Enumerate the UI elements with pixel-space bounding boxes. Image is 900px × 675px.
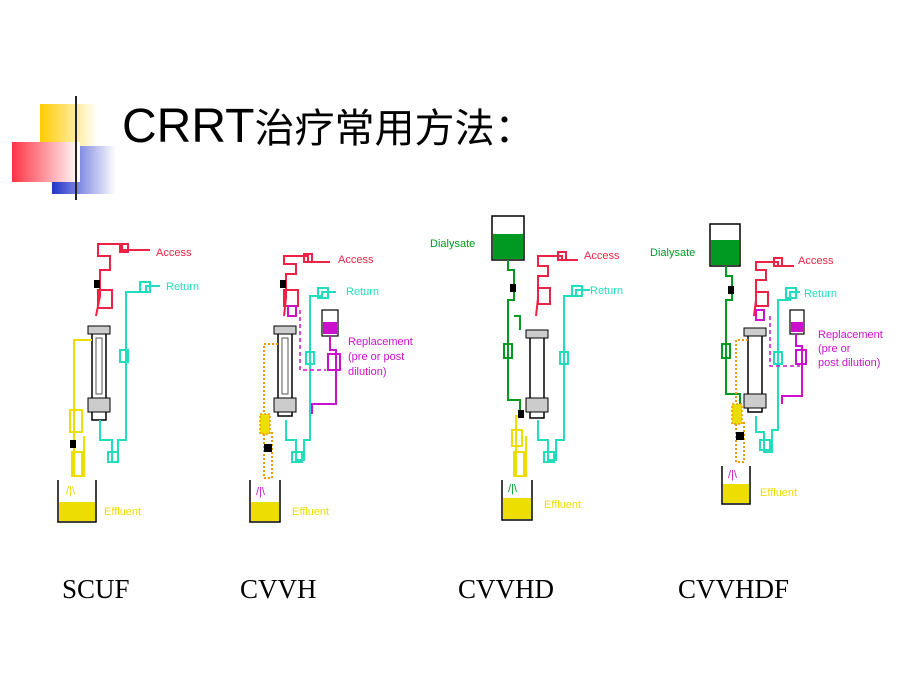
- cvvhdf-effluent-bag-fill: [723, 484, 749, 503]
- cvvh-effluent-bag-fill: [251, 502, 279, 521]
- cvvh-replacement-label: Replacement: [348, 336, 413, 348]
- cvvhdf-dialysate-line: [725, 266, 741, 410]
- cvvh-access-label: Access: [338, 254, 374, 266]
- svg-text:/|\: /|\: [508, 483, 518, 495]
- svg-text:/|\: /|\: [728, 469, 738, 481]
- cvvh-effluent-label: Effluent: [292, 506, 329, 518]
- cvvh-return-label: Return: [346, 286, 379, 298]
- cvvhdf-effluent-line: [735, 339, 748, 463]
- cvvhdf-dialysate-label: Dialysate: [650, 247, 695, 259]
- scuf-circuit: /|\ Access Return Effluent: [57, 243, 199, 523]
- deco-red-square: [12, 142, 80, 182]
- cvvh-circuit: /|\ Access Return Replacement (pre or po…: [249, 253, 413, 523]
- cvvh-replacement-note-1: (pre or post: [348, 351, 404, 363]
- scuf-return-label: Return: [166, 281, 199, 293]
- scuf-access-line: [95, 243, 150, 317]
- scuf-access-label: Access: [156, 247, 192, 259]
- cvvh-effluent-line: [263, 343, 278, 479]
- scuf-effluent-bag-fill: [59, 502, 95, 521]
- method-label-cvvh: CVVH: [240, 574, 317, 604]
- cvvhd-dialysate-line: [507, 260, 521, 416]
- cvvhdf-effluent-label: Effluent: [760, 487, 797, 499]
- svg-text:/|\: /|\: [256, 486, 266, 498]
- scuf-access-clamp: [119, 243, 129, 253]
- cvvhd-access-label: Access: [584, 250, 620, 262]
- cvvhdf-replacement-note-2: post dilution): [818, 357, 880, 369]
- cvvhdf-access-label: Access: [798, 255, 834, 267]
- cvvhd-dialysate-label: Dialysate: [430, 238, 475, 250]
- cvvhd-effluent-label: Effluent: [544, 499, 581, 511]
- cvvhd-circuit: /|\ Dialysate Access Return Effluent: [430, 215, 623, 521]
- cvvhd-return-line: [537, 289, 590, 461]
- cvvhdf-access-line: [753, 261, 794, 317]
- page-title: CRRT治疗常用方法：: [122, 96, 534, 154]
- cvvhdf-return-label: Return: [804, 288, 837, 300]
- title-chinese: 治疗常用方法：: [254, 106, 535, 152]
- method-label-cvvhd: CVVHD: [458, 574, 555, 604]
- cvvhdf-replacement-label: Replacement: [818, 329, 883, 341]
- cvvhdf-replacement-note-1: (pre or: [818, 343, 851, 355]
- method-label-scuf: SCUF: [62, 574, 130, 604]
- scuf-access-segment: [97, 289, 113, 309]
- svg-text:/|\: /|\: [66, 485, 76, 497]
- scuf-effluent-label: Effluent: [104, 506, 141, 518]
- cvvhd-return-label: Return: [590, 285, 623, 297]
- cvvh-replacement-line: [311, 336, 337, 414]
- cvvhdf-circuit: /|\ Dialysate Access Return Replacement …: [650, 223, 883, 505]
- method-label-cvvhdf: CVVHDF: [678, 574, 790, 604]
- cvvhd-effluent-bag-fill: [503, 498, 531, 519]
- scuf-return-line: [99, 285, 160, 463]
- title-latin: CRRT: [122, 100, 255, 153]
- cvvh-return-line: [285, 291, 336, 461]
- cvvh-replacement-note-2: dilution): [348, 366, 387, 378]
- cvvhdf-replacement-line: [781, 334, 803, 404]
